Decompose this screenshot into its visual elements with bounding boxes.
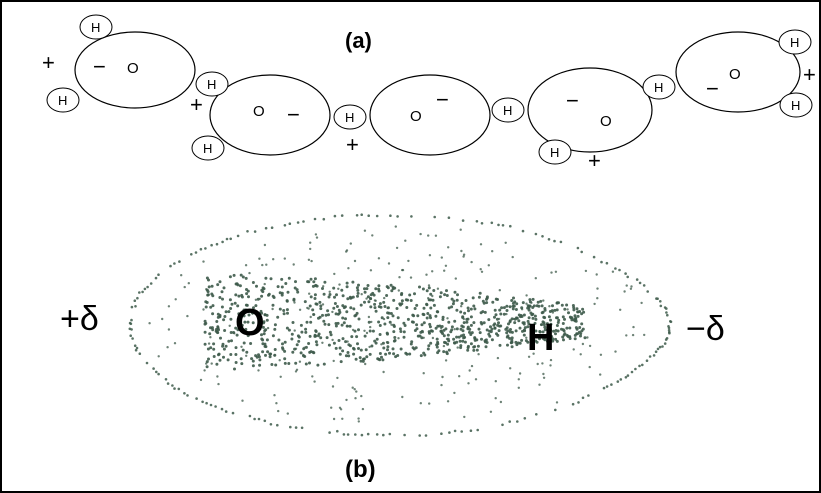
minus-charge: − <box>93 54 106 79</box>
plus-charge: + <box>190 92 203 117</box>
hydrogen-symbol: H <box>550 145 559 160</box>
hydrogen-atom <box>333 104 367 130</box>
minus-charge: − <box>566 88 579 113</box>
water-molecule-4: − O H + H <box>527 67 676 173</box>
oxygen-symbol: O <box>253 103 265 120</box>
hydrogen-atom <box>491 97 525 123</box>
hydrogen-atom <box>79 14 113 40</box>
oxygen-symbol: O <box>729 66 741 83</box>
water-molecule-2: O − H H + <box>190 71 331 161</box>
oxygen-atom <box>369 74 491 156</box>
oxygen-atom <box>675 31 801 113</box>
water-molecule-3: O − H + H <box>333 74 525 157</box>
plus-charge: + <box>346 132 359 157</box>
hydrogen-atom <box>778 29 812 55</box>
plus-charge: + <box>42 50 55 75</box>
hydrogen-symbol: H <box>58 93 67 108</box>
hydrogen-symbol: H <box>203 141 212 156</box>
minus-charge: − <box>706 76 719 101</box>
water-molecule-1: − O H H + <box>42 14 196 113</box>
panel-a-label: (a) <box>345 28 372 53</box>
hydrogen-atom <box>46 87 80 113</box>
hydrogen-symbol: H <box>791 98 800 113</box>
hydrogen-atom <box>195 71 229 97</box>
oxygen-symbol: O <box>127 60 139 77</box>
hydrogen-symbol: H <box>503 103 512 118</box>
hydrogen-symbol: H <box>207 77 216 92</box>
hydrogen-symbol: H <box>345 110 354 125</box>
hydrogen-symbol: H <box>654 80 663 95</box>
hydrogen-symbol: H <box>91 20 100 35</box>
hydrogen-atom <box>642 74 676 100</box>
water-molecule-5: − O H H + <box>675 29 816 118</box>
oxygen-symbol: O <box>410 108 422 125</box>
oxygen-atom <box>527 67 653 153</box>
panel-a-diagram: (a) − O H H + O − H H + O − H + H − O <box>42 14 816 173</box>
hydrogen-atom <box>779 92 813 118</box>
minus-charge: − <box>436 87 449 112</box>
plus-charge: + <box>803 62 816 87</box>
plus-charge: + <box>588 148 601 173</box>
oxygen-atom <box>74 31 196 109</box>
hydrogen-atom <box>191 135 225 161</box>
hydrogen-atom <box>538 139 572 165</box>
minus-charge: − <box>287 102 300 127</box>
hydrogen-symbol: H <box>790 35 799 50</box>
oxygen-symbol: O <box>600 113 612 130</box>
oxygen-atom <box>209 74 331 156</box>
